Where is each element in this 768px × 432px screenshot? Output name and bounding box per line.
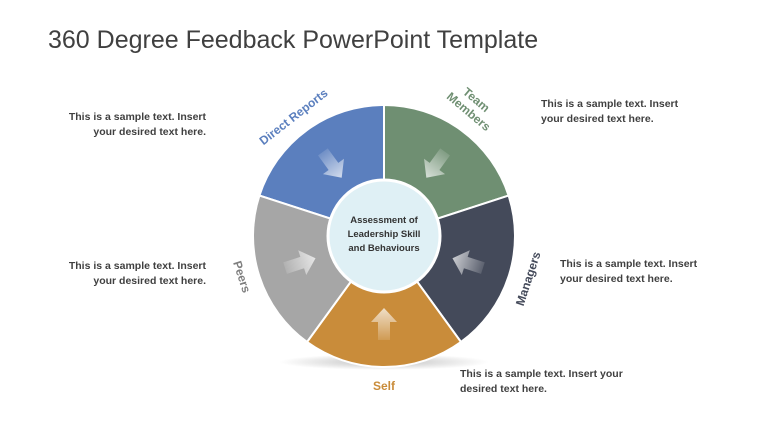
description-team-members: This is a sample text. Insert your desir… (541, 98, 679, 125)
segment-label-managers: Managers (513, 250, 544, 308)
segment-label-peers: Peers (230, 259, 254, 295)
segment-self-arrow-icon (371, 308, 397, 340)
segment-label-self: Self (373, 379, 396, 393)
center-text-line2: Leadership Skill (348, 229, 421, 240)
description-direct-reports: This is a sample text. Insert your desir… (68, 111, 206, 138)
segment-self (305, 234, 463, 368)
description-self: This is a sample text. Insert your desir… (460, 368, 623, 395)
center-text-line3: and Behaviours (348, 243, 419, 254)
description-peers: This is a sample text. Insert your desir… (68, 260, 206, 287)
segment-team-members-arrow-icon (424, 148, 450, 178)
slide-title: 360 Degree Feedback PowerPoint Template (48, 26, 539, 54)
description-managers: This is a sample text. Insert your desir… (560, 258, 698, 285)
segment-direct-reports-arrow-icon (318, 148, 344, 178)
segment-managers-arrow-icon (452, 250, 485, 275)
center-text-line1: Assessment of (350, 215, 418, 226)
segment-peers-arrow-icon (283, 250, 316, 275)
center-circle (326, 178, 442, 294)
